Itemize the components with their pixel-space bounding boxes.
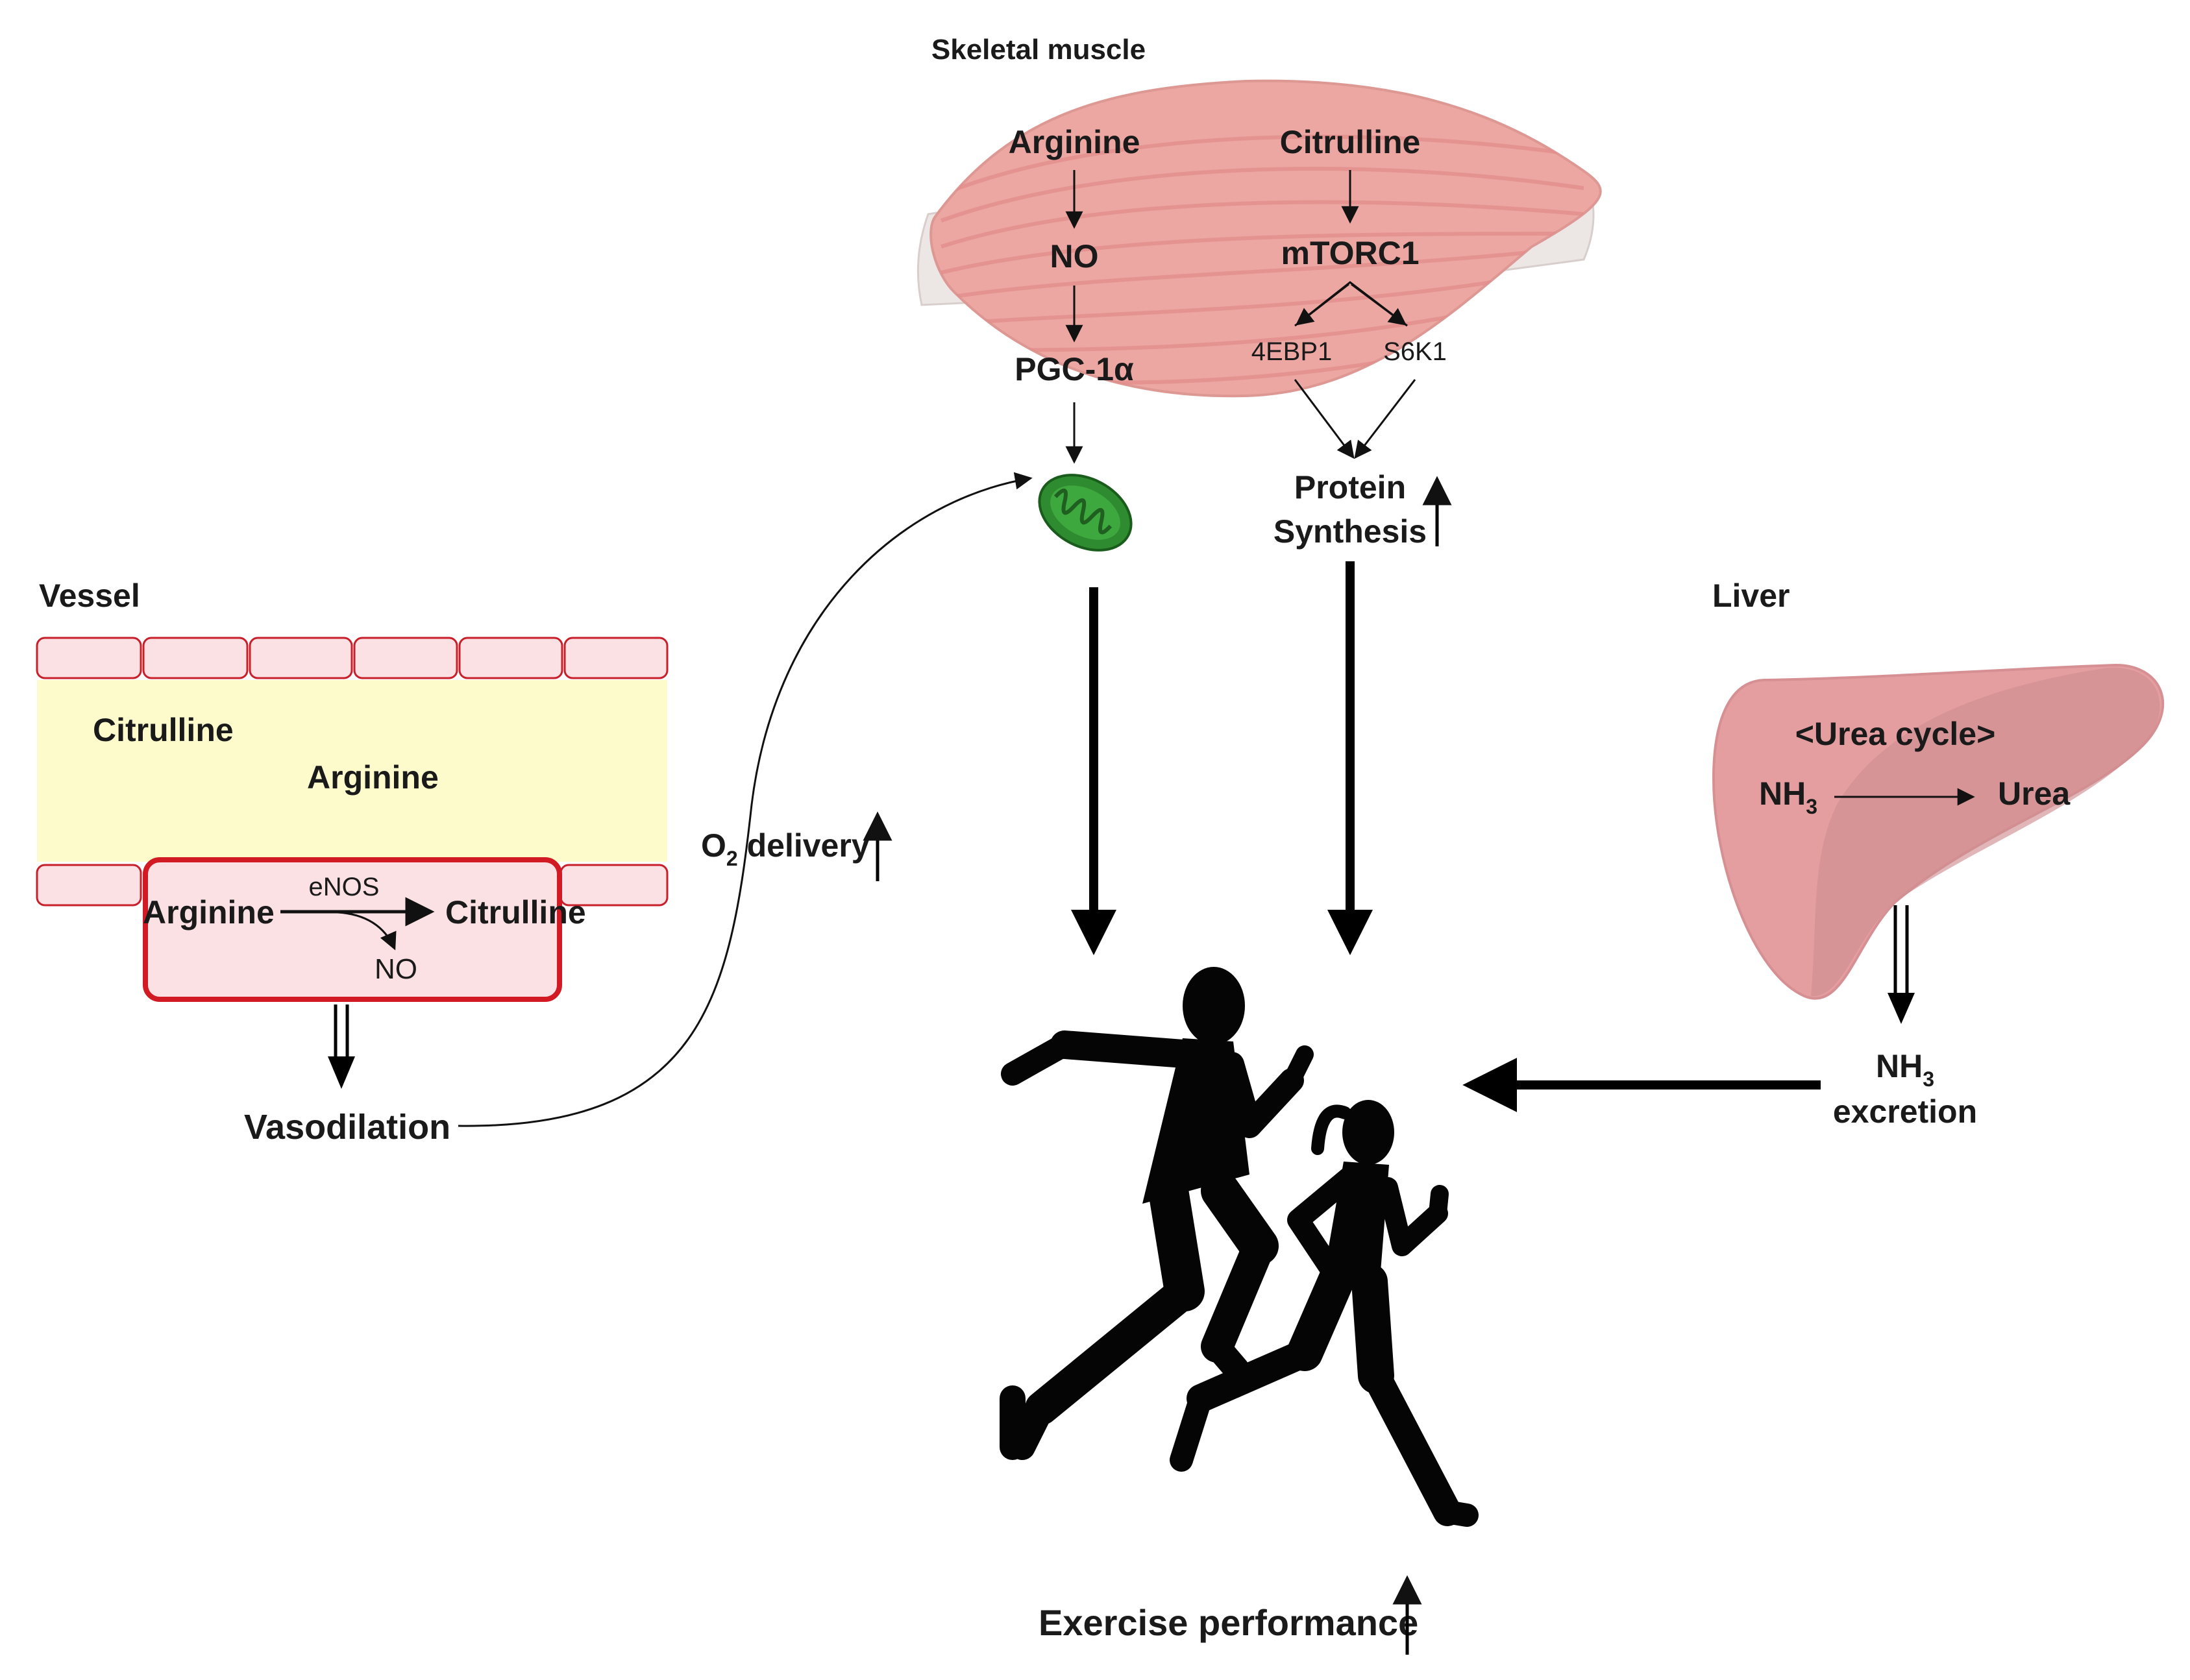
cell-citrulline: Citrulline (445, 894, 586, 931)
muscle-s6k1: S6K1 (1383, 337, 1447, 366)
muscle-pgc1a: PGC-1α (1015, 351, 1134, 387)
o2-delivery-curve-arrow (458, 472, 1033, 1127)
vasodilation-double-arrow (328, 1004, 355, 1089)
liver-organ-icon (1712, 663, 2165, 1000)
vessel-wall-top (36, 637, 669, 679)
muscle-citrulline: Citrulline (1280, 124, 1421, 160)
female-runner-silhouette (1170, 1100, 1479, 1527)
liver-nh3: NH3 (1759, 775, 1817, 818)
liver-double-arrow (1888, 905, 1915, 1024)
muscle-mtorc1: mTORC1 (1281, 235, 1419, 271)
o2-delivery-label: O2 delivery (701, 827, 870, 870)
muscle-arrows (1065, 170, 1416, 464)
vessel-wall-bottom (36, 864, 669, 907)
muscle-no: NO (1050, 238, 1099, 274)
muscle-title: Skeletal muscle (931, 34, 1146, 66)
male-runner-silhouette (1000, 967, 1314, 1460)
muscle-fibers (940, 134, 1584, 385)
cell-arginine: Arginine (143, 894, 275, 931)
muscle-4ebp1: 4EBP1 (1251, 337, 1333, 366)
protein-synthesis-line2: Synthesis (1273, 513, 1427, 550)
vasodilation-label: Vasodilation (244, 1108, 450, 1147)
vessel-title: Vessel (39, 578, 140, 614)
liver-title: Liver (1712, 578, 1790, 614)
skeletal-muscle (917, 79, 1602, 398)
urea-cycle-label: <Urea cycle> (1795, 716, 1996, 752)
protein-synthesis-line1: Protein (1294, 469, 1406, 505)
vessel-lumen (37, 680, 667, 862)
vessel-arginine: Arginine (307, 759, 439, 796)
muscle-arginine: Arginine (1009, 124, 1140, 160)
cell-no: NO (375, 953, 417, 985)
liver-urea: Urea (1998, 775, 2071, 812)
mitochondrion-icon (1038, 474, 1133, 552)
no-branch-arrow (337, 911, 397, 951)
nh3-excretion-line2: excretion (1833, 1093, 1977, 1130)
vessel-citrulline: Citrulline (93, 712, 234, 748)
nh3-excretion-line1: NH3 (1876, 1048, 1934, 1091)
exercise-performance-label: Exercise performance (1039, 1602, 1418, 1643)
endothelial-cell (143, 857, 562, 1002)
cell-enos: eNOS (309, 873, 380, 901)
